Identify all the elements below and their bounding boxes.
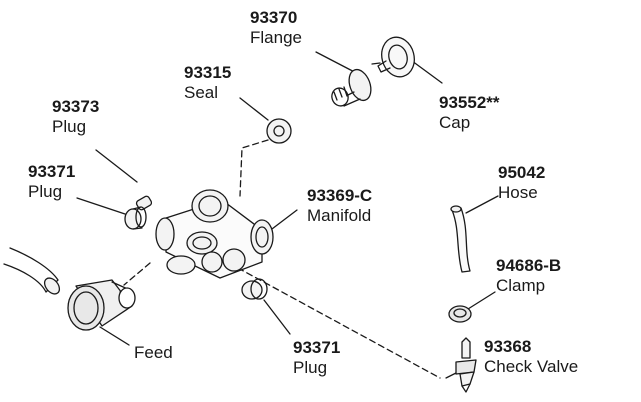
left-plug-part: [124, 206, 147, 230]
part-number: 93371: [28, 162, 76, 181]
callout-clamp: 94686-B Clamp: [496, 256, 561, 295]
callout-plug-top: 93373 Plug: [52, 97, 99, 136]
left-hose-part: [3, 247, 61, 295]
part-number: 93315: [184, 63, 232, 82]
flange-part: [331, 68, 372, 107]
part-number: 93369-C: [307, 186, 373, 205]
callout-manifold: 93369-C Manifold: [307, 186, 372, 225]
part-name: Clamp: [496, 275, 546, 295]
part-name: Flange: [250, 27, 302, 47]
small-plug-part: [135, 195, 153, 211]
part-number: 93371: [293, 338, 341, 357]
part-name: Plug: [293, 357, 328, 377]
part-number: 94686-B: [496, 256, 562, 275]
clamp-part: [448, 305, 472, 323]
part-name: Cap: [439, 112, 471, 132]
part-name: Plug: [28, 181, 63, 201]
cap-part: [371, 36, 415, 78]
callout-flange: 93370 Flange: [250, 8, 302, 47]
callout-feed: Feed: [134, 343, 173, 363]
callout-hose: 95042 Hose: [498, 163, 545, 202]
callout-plug-left: 93371 Plug: [28, 162, 75, 201]
part-number: 93370: [250, 8, 298, 27]
manifold-part: [155, 189, 274, 279]
part-name: Check Valve: [484, 356, 579, 376]
part-name: Plug: [52, 116, 87, 136]
part-name: Manifold: [307, 205, 372, 225]
bottom-plug-part: [241, 278, 268, 300]
part-number: 93368: [484, 337, 532, 356]
part-number: 93373: [52, 97, 100, 116]
right-hose-part: [450, 205, 471, 273]
part-number: 95042: [498, 163, 546, 182]
callout-cap: 93552** Cap: [439, 93, 500, 132]
callout-seal: 93315 Seal: [184, 63, 231, 102]
feed-part: [67, 279, 136, 331]
callout-plug-bottom: 93371 Plug: [293, 338, 340, 377]
check-valve-part: [455, 337, 477, 393]
part-name: Hose: [498, 182, 538, 202]
seal-part: [266, 118, 292, 144]
part-number: 93552**: [439, 93, 500, 112]
callout-check-valve: 93368 Check Valve: [484, 337, 578, 376]
part-name: Feed: [134, 343, 173, 362]
part-name: Seal: [184, 82, 219, 102]
